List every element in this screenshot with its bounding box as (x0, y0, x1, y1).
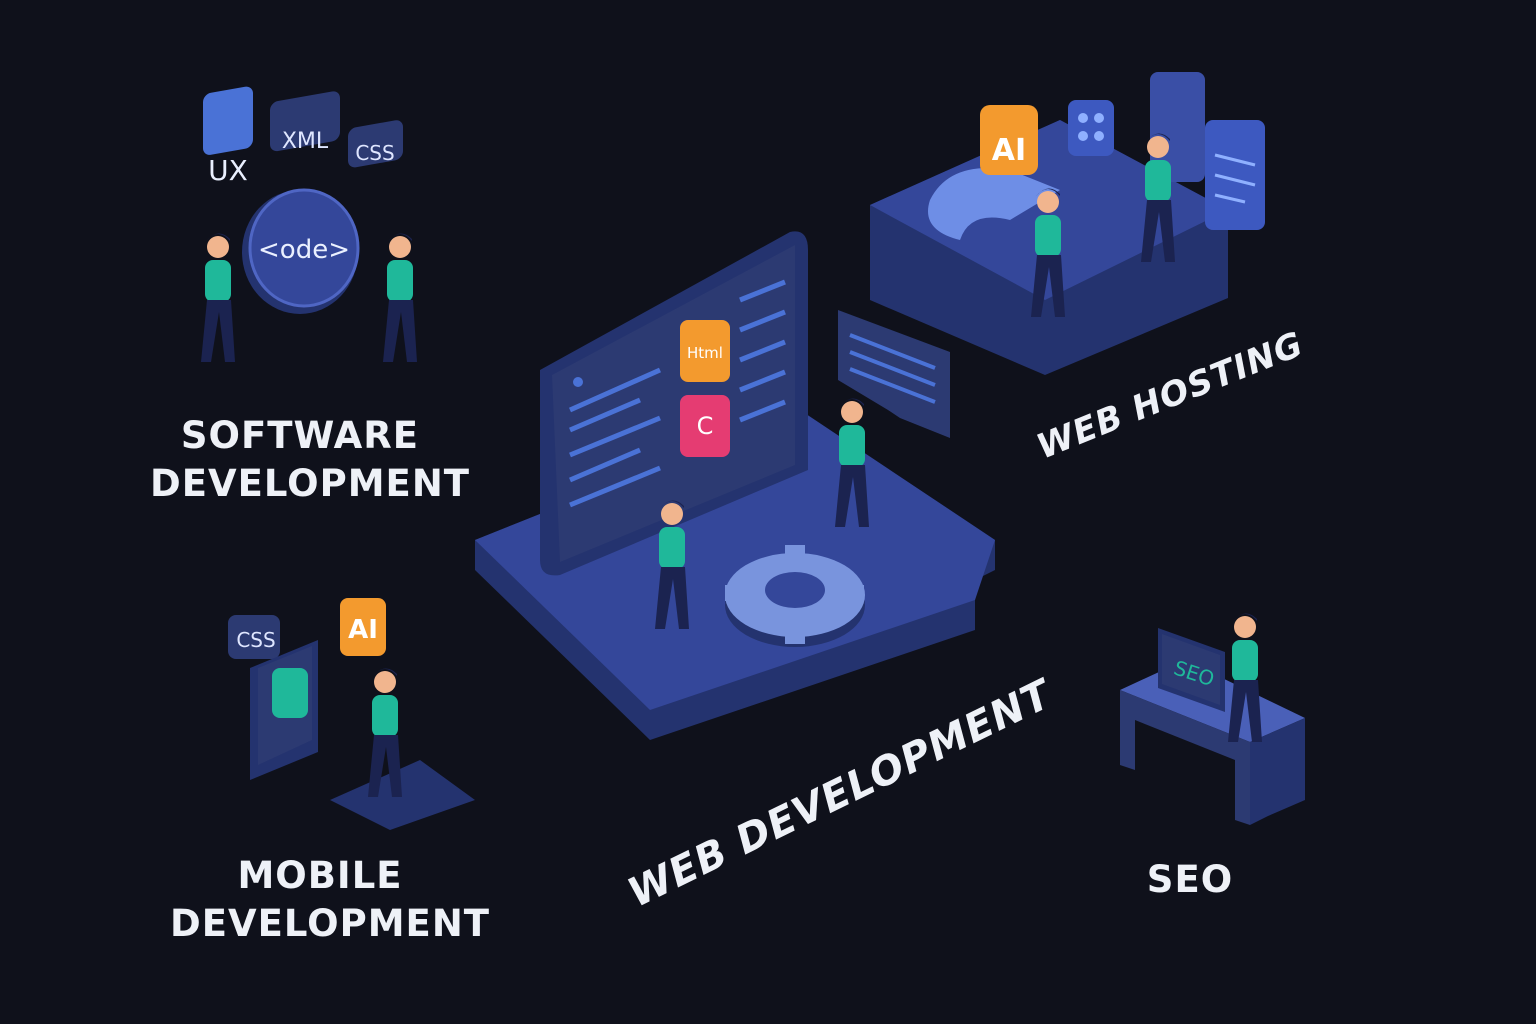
c-tile (680, 395, 730, 457)
grid-app-icon (1068, 100, 1114, 156)
ux-badge: UX (203, 86, 253, 187)
mobile-development-illustration: CSS AI (228, 598, 475, 830)
code-circle-text: <ode> (258, 235, 350, 265)
seo-illustration: SEO (1120, 613, 1305, 825)
software-development-caption: SOFTWARE DEVELOPMENT (150, 412, 471, 508)
code-circle-icon: <ode> (242, 188, 360, 314)
xml-badge: XML (270, 91, 340, 154)
phone-device (250, 640, 318, 780)
seo-caption: SEO (1146, 858, 1234, 901)
ai-badge-icon (980, 105, 1038, 175)
seo-monitor: SEO (1158, 628, 1225, 712)
mobile-caption-line2: DEVELOPMENT (170, 902, 491, 945)
chat-panel (838, 310, 950, 438)
mobile-caption-line1: MOBILE (237, 854, 403, 897)
software-development-illustration: UX XML CSS <ode> (201, 86, 417, 362)
mobile-ai-text: AI (348, 615, 378, 645)
mobile-ai-badge (340, 598, 386, 656)
person-right (383, 233, 417, 362)
mobile-bench (330, 760, 475, 830)
software-caption-line1: SOFTWARE (180, 414, 420, 457)
hosting-ai-text: AI (992, 133, 1026, 168)
xml-badge-text: XML (282, 129, 329, 154)
gear-icon (725, 545, 865, 647)
monitor (540, 231, 808, 576)
mobile-development-caption: MOBILE DEVELOPMENT (170, 852, 491, 948)
css-badge: CSS (348, 120, 403, 168)
html-tile (680, 320, 730, 382)
ux-badge-text: UX (208, 154, 248, 187)
mobile-css-text: CSS (236, 628, 275, 652)
html-tile-text: Html (687, 344, 723, 362)
web-hosting-illustration: AI (870, 72, 1265, 375)
person-left (201, 233, 235, 362)
c-tile-text: C (697, 412, 714, 440)
css-badge-text: CSS (355, 141, 394, 165)
software-caption-line2: DEVELOPMENT (150, 462, 471, 505)
web-development-illustration: Html C (475, 231, 995, 740)
